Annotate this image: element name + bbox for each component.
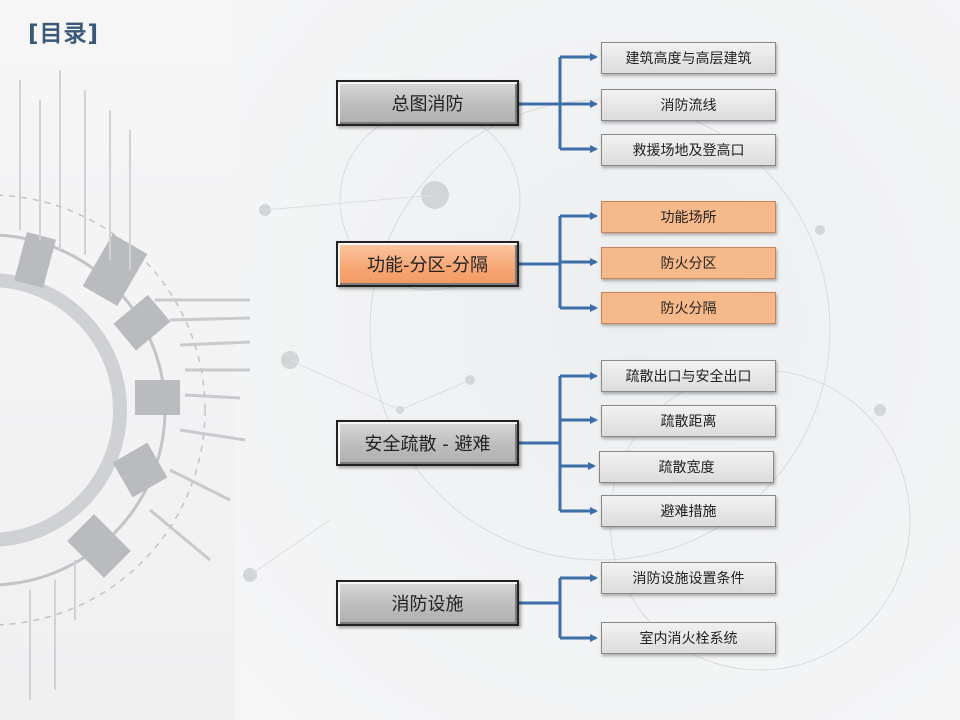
main-box-evacuation[interactable]: 安全疏散 - 避难 (336, 420, 519, 466)
item-indoor-hydrant[interactable]: 室内消火栓系统 (601, 622, 776, 654)
item-evacuation-exits[interactable]: 疏散出口与安全出口 (601, 360, 776, 392)
item-function-places[interactable]: 功能场所 (601, 201, 776, 233)
item-fire-compartment[interactable]: 防火分区 (601, 247, 776, 279)
main-box-general-fire-plan[interactable]: 总图消防 (336, 80, 519, 126)
item-facility-conditions[interactable]: 消防设施设置条件 (601, 562, 776, 594)
item-rescue-site[interactable]: 救援场地及登高口 (601, 134, 776, 166)
item-fire-circulation[interactable]: 消防流线 (601, 89, 776, 121)
item-evacuation-distance[interactable]: 疏散距离 (601, 405, 776, 437)
main-box-function-zoning[interactable]: 功能-分区-分隔 (336, 241, 519, 287)
main-box-fire-facilities[interactable]: 消防设施 (336, 580, 519, 626)
item-refuge-measures[interactable]: 避难措施 (601, 495, 776, 527)
item-building-height[interactable]: 建筑高度与高层建筑 (601, 42, 776, 74)
item-evacuation-width[interactable]: 疏散宽度 (599, 451, 774, 483)
item-fire-separation[interactable]: 防火分隔 (601, 292, 776, 324)
